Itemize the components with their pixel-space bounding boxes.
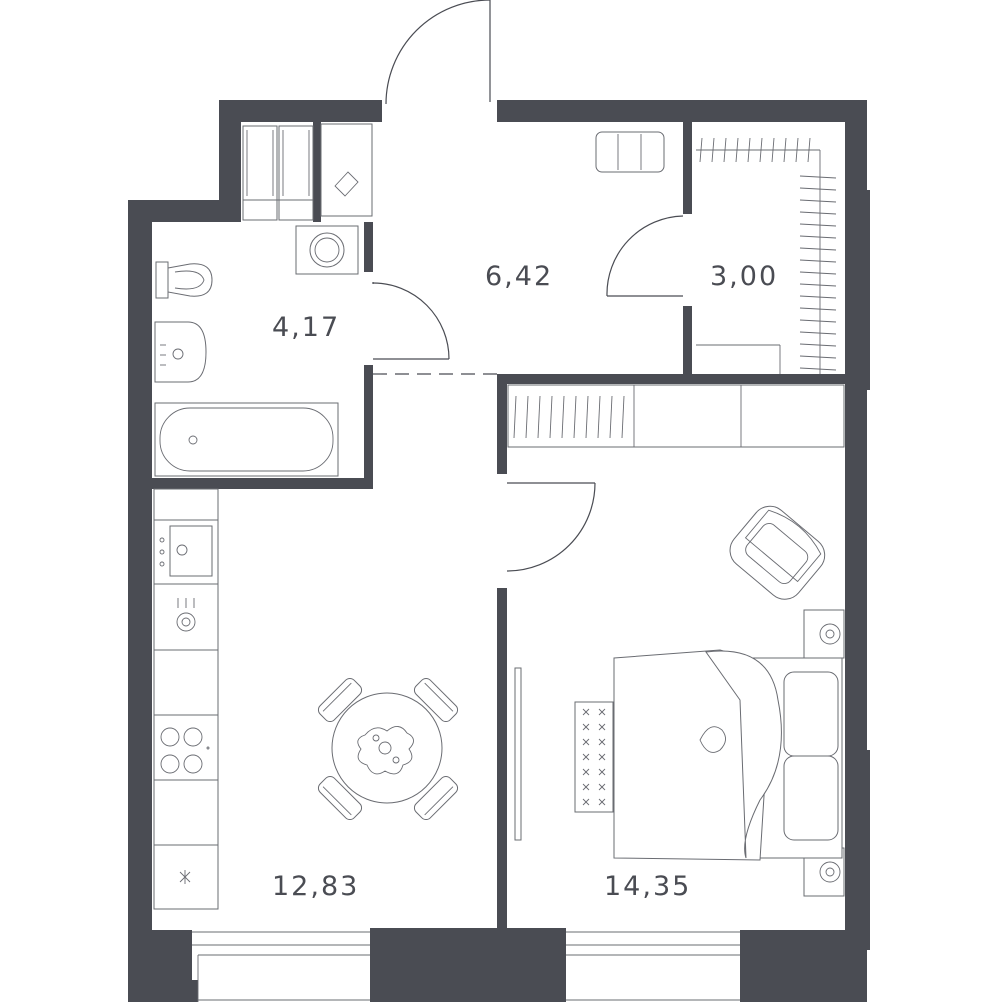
- bench-icon: [574, 701, 614, 813]
- bedroom-door: [506, 482, 596, 572]
- bedroom-wardrobe-hangers: [513, 395, 625, 439]
- hallway-area: 6,42: [485, 261, 553, 292]
- entrance-door: [385, 0, 491, 105]
- wall-mirror-icon: [514, 667, 522, 841]
- wardrobe-door: [606, 215, 684, 297]
- bathtub-icon: [154, 402, 339, 477]
- bathroom-door: [372, 282, 450, 360]
- bedroom-window: [566, 931, 740, 1001]
- kitchen-area: 12,83: [272, 871, 359, 902]
- walk-in-wardrobe-shelving: [696, 149, 821, 374]
- wardrobe-area: 3,00: [710, 261, 778, 292]
- fridge-icon: [179, 870, 191, 884]
- kitchen-sink-icon: [159, 525, 213, 577]
- dishwasher-icon: [176, 598, 196, 632]
- dining-table-icon: [331, 692, 443, 804]
- closet-cabinets-icon: [242, 125, 314, 221]
- wardrobe-hangers: [699, 137, 837, 371]
- bedroom-area: 14,35: [604, 871, 691, 902]
- nightstand-top-icon: [803, 609, 845, 659]
- toilet-icon: [155, 261, 213, 299]
- washing-machine-icon: [295, 225, 359, 275]
- sink-icon: [154, 321, 207, 383]
- dining-chairs: [317, 677, 459, 821]
- bathroom-area: 4,17: [272, 312, 340, 343]
- boiler-icon: [320, 123, 373, 217]
- cooktop-icon: [160, 727, 210, 774]
- double-bed-icon: [613, 649, 843, 861]
- walls: [128, 100, 870, 1002]
- bedroom-wardrobe-icon: [507, 384, 845, 448]
- hallway-bench-icon: [595, 131, 665, 173]
- bench-pattern: [582, 708, 606, 806]
- kitchen-window: [192, 931, 370, 1002]
- armchair-icon: [729, 505, 826, 600]
